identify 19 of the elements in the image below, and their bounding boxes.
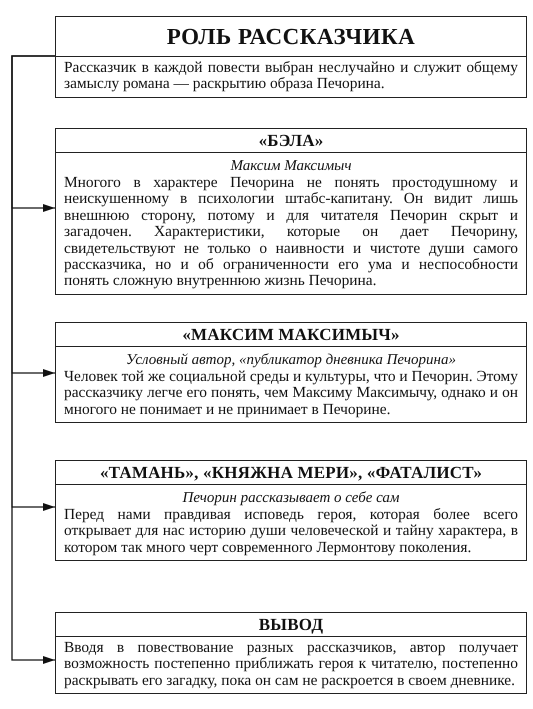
- heading: «БЭЛА»: [56, 129, 526, 153]
- heading: «МАКСИМ МАКСИМЫЧ»: [56, 323, 526, 347]
- subtitle: Условный автор, «публикатор дневника Печорина»: [125, 351, 457, 369]
- paragraph: Рассказчик в каждой повести выбран неслучайно и служит общему замыслу романа — раскрытию образа Печорина.: [64, 60, 518, 93]
- heading: ВЫВОД: [56, 613, 526, 637]
- text-box: [55, 612, 527, 694]
- text-box: [55, 16, 527, 98]
- subtitle: Максим Максимыч: [229, 157, 352, 175]
- text-box: [55, 128, 527, 295]
- paragraph: Человек той же социальной среды и культуры, что и Печорин. Этому рассказчику легче его понять, чем Максиму Максимычу, однако и он многого не понимает и не принимает в Печорине.: [64, 369, 518, 418]
- heading: «ТАМАНЬ», «КНЯЖНА МЕРИ», «ФАТАЛИСТ»: [56, 461, 526, 485]
- paragraph: Вводя в повествование разных рассказчиков, автор получает возможность постепенно приближать героя к читателю, постепенно раскрывать его загадку, пока он сам не раскроется в своем дневнике.: [64, 640, 518, 690]
- paragraph: Многого в характере Печорина не понять простодушному и неискушенному в психологии штабс-капитану. Он видит лишь внешнюю сторону, потому и для читателя Печорин скрыт и загадочен. Характеристики, которые он дает Печорину, свидетельствуют не только о наивности и чистоте души самого рассказчика, но и об ограниченности его ума и неспособности понять сложную внутреннюю жизнь Печорина.: [64, 175, 518, 290]
- heading: РОЛЬ РАССКАЗЧИКА: [56, 17, 526, 57]
- paragraph: Перед нами правдивая исповедь героя, которая более всего открывает для нас историю души человеческой и тайну характера, в котором так много черт современного Лермонтову поколения.: [64, 507, 518, 556]
- arrow: [11, 55, 55, 664]
- text-box: [55, 460, 527, 562]
- subtitle: Печорин рассказывает о себе сам: [181, 489, 401, 507]
- text-box: [55, 322, 527, 424]
